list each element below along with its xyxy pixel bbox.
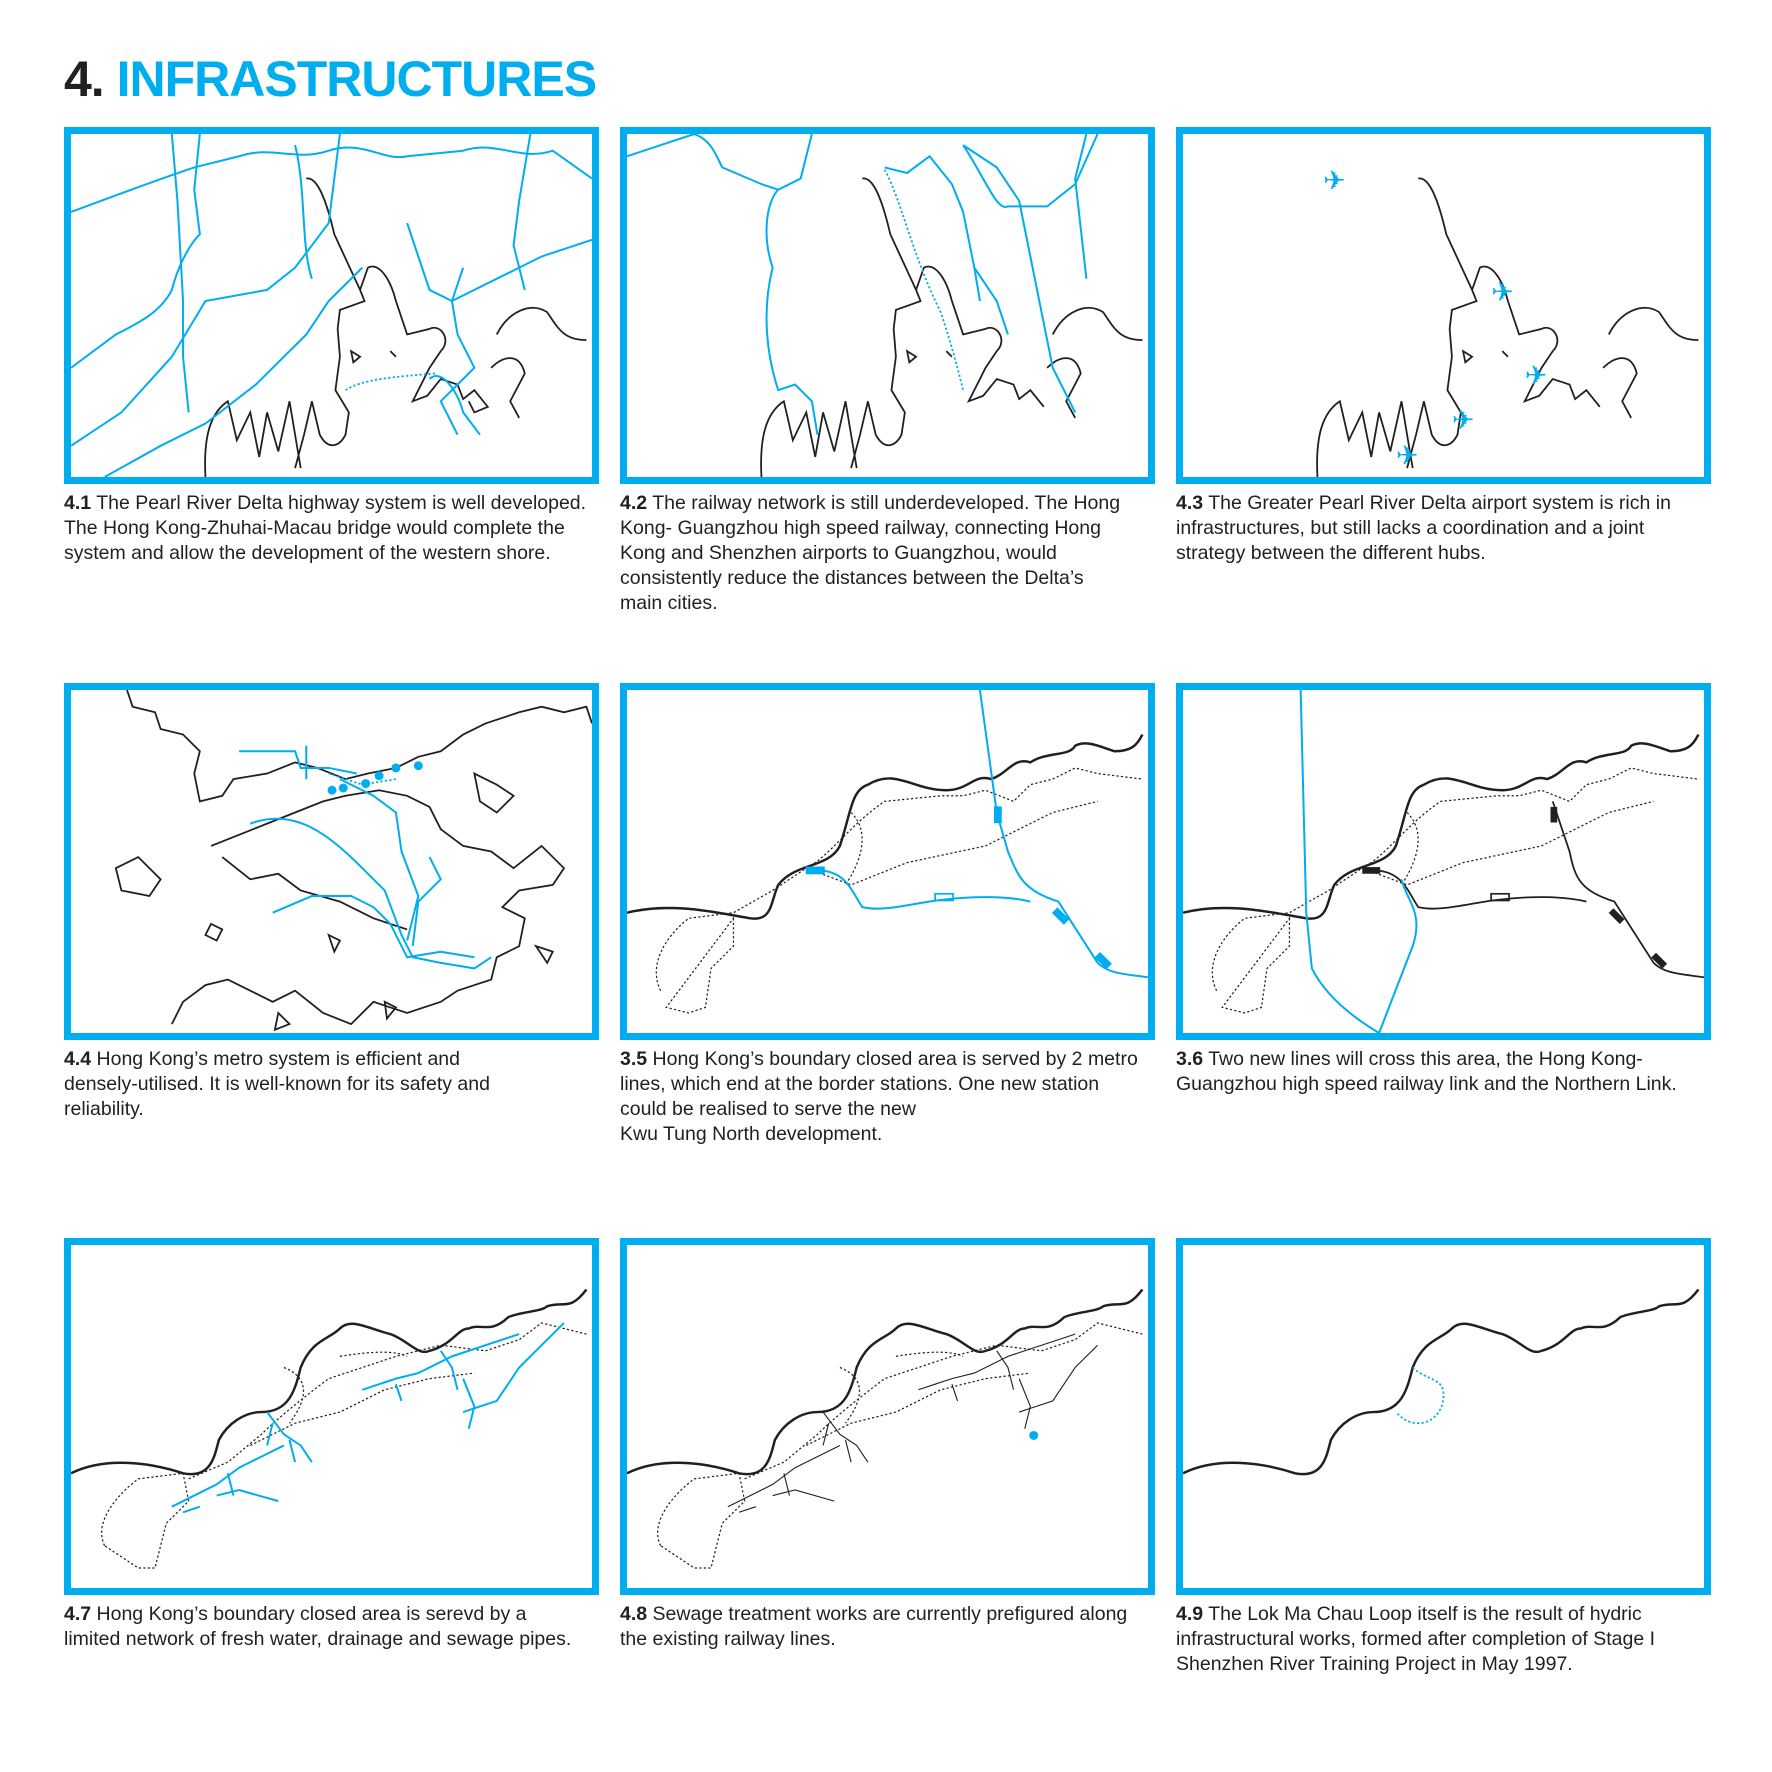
- caption-number: 4.1: [64, 492, 92, 514]
- panel-water-network: 4.7 Hong Kong’s boundary closed area is …: [64, 1238, 599, 1652]
- panel-sewage: 4.8 Sewage treatment works are currently…: [620, 1238, 1155, 1652]
- map-airports: ✈ ✈ ✈ ✈ ✈: [1176, 127, 1711, 484]
- caption-3-6: 3.6 Two new lines will cross this area, …: [1176, 1047, 1711, 1097]
- map-metro: [64, 683, 599, 1040]
- caption-3-5: 3.5 Hong Kong’s boundary closed area is …: [620, 1047, 1155, 1147]
- metro-stations: [327, 761, 423, 795]
- airport-icons: ✈ ✈ ✈ ✈ ✈: [1323, 166, 1547, 472]
- section-number: 4.: [64, 51, 105, 107]
- map-lok-ma-chau-loop: [1176, 1238, 1711, 1595]
- caption-number: 4.9: [1176, 1603, 1204, 1625]
- caption-4-7: 4.7 Hong Kong’s boundary closed area is …: [64, 1602, 599, 1652]
- caption-number: 3.5: [620, 1048, 648, 1070]
- caption-text: Two new lines will cross this area, the …: [1176, 1048, 1677, 1095]
- caption-text: Sewage treatment works are currently pre…: [620, 1603, 1128, 1650]
- panel-new-lines: 3.6 Two new lines will cross this area, …: [1176, 683, 1711, 1097]
- panel-airports: ✈ ✈ ✈ ✈ ✈ 4.3 The Greater Pearl River De…: [1176, 127, 1711, 566]
- map-new-lines: [1176, 683, 1711, 1040]
- caption-4-3: 4.3 The Greater Pearl River Delta airpor…: [1176, 491, 1711, 566]
- airplane-icon: ✈: [1491, 277, 1514, 308]
- caption-text: Hong Kong’s boundary closed area is sere…: [64, 1603, 572, 1650]
- station-markers: [1362, 806, 1668, 969]
- caption-number: 4.2: [620, 492, 648, 514]
- caption-number: 4.8: [620, 1603, 648, 1625]
- caption-text: The railway network is still underdevelo…: [620, 492, 1121, 614]
- airplane-icon: ✈: [1323, 166, 1346, 197]
- station-markers: [805, 806, 1112, 970]
- panel-metro: 4.4 Hong Kong’s metro system is efficien…: [64, 683, 599, 1122]
- page-title: 4. INFRASTRUCTURES: [64, 50, 597, 108]
- caption-text: Hong Kong’s metro system is efficient an…: [64, 1048, 490, 1120]
- panel-highways: 4.1 The Pearl River Delta highway system…: [64, 127, 599, 566]
- sewage-works-marker: [1029, 1430, 1039, 1440]
- airplane-icon: ✈: [1525, 361, 1548, 392]
- caption-4-1: 4.1 The Pearl River Delta highway system…: [64, 491, 599, 566]
- airplane-icon: ✈: [1452, 405, 1475, 436]
- caption-4-8: 4.8 Sewage treatment works are currently…: [620, 1602, 1155, 1652]
- caption-text: The Lok Ma Chau Loop itself is the resul…: [1176, 1603, 1656, 1675]
- caption-4-2: 4.2 The railway network is still underde…: [620, 491, 1155, 616]
- map-highways: [64, 127, 599, 484]
- section-title: INFRASTRUCTURES: [116, 51, 597, 107]
- map-sewage: [620, 1238, 1155, 1595]
- caption-text: Hong Kong’s boundary closed area is serv…: [620, 1048, 1138, 1145]
- map-railways: [620, 127, 1155, 484]
- caption-text: The Pearl River Delta highway system is …: [64, 492, 587, 564]
- caption-number: 4.7: [64, 1603, 92, 1625]
- panel-boundary-metro: 3.5 Hong Kong’s boundary closed area is …: [620, 683, 1155, 1147]
- caption-4-4: 4.4 Hong Kong’s metro system is efficien…: [64, 1047, 599, 1122]
- panel-lok-ma-chau-loop: 4.9 The Lok Ma Chau Loop itself is the r…: [1176, 1238, 1711, 1677]
- proposed-station: [934, 892, 954, 902]
- caption-4-9: 4.9 The Lok Ma Chau Loop itself is the r…: [1176, 1602, 1711, 1677]
- panel-railways: 4.2 The railway network is still underde…: [620, 127, 1155, 616]
- caption-text: The Greater Pearl River Delta airport sy…: [1176, 492, 1671, 564]
- map-boundary-metro: [620, 683, 1155, 1040]
- caption-number: 3.6: [1176, 1048, 1204, 1070]
- map-water-network: [64, 1238, 599, 1595]
- caption-number: 4.3: [1176, 492, 1204, 514]
- airplane-icon: ✈: [1396, 441, 1419, 472]
- caption-number: 4.4: [64, 1048, 92, 1070]
